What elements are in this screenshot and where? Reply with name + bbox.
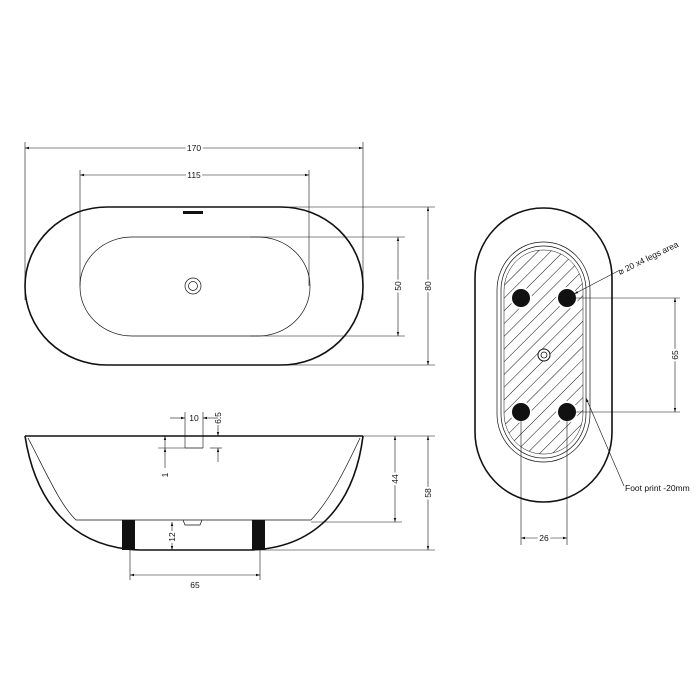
top-view: 170 115 50 80 xyxy=(24,141,435,366)
dim-10-label: 10 xyxy=(189,413,199,423)
side-view: 10 6.5 1 44 58 12 65 xyxy=(24,412,435,590)
dim-12-label: 12 xyxy=(167,532,177,542)
dim-115-label: 115 xyxy=(187,170,201,180)
dim-58-label: 58 xyxy=(423,488,433,498)
footprint-inner xyxy=(500,245,587,459)
tub-outline xyxy=(24,206,364,366)
drain-nub xyxy=(182,519,203,526)
tub-outer-profile xyxy=(24,435,364,551)
bottom-view: ⌀ 20 x4 legs area 65 26 Foot print -20mm xyxy=(474,207,690,545)
dim-50-label: 50 xyxy=(393,281,403,291)
tub-bottom-outline xyxy=(474,207,613,503)
leg-pad-1 xyxy=(510,287,532,309)
dim-80-label: 80 xyxy=(423,281,433,291)
leg-right xyxy=(252,520,265,550)
basin-outline xyxy=(79,236,311,337)
tub-inner-profile xyxy=(27,437,361,521)
drain-inner xyxy=(188,281,198,291)
overflow-slot xyxy=(183,211,203,214)
legs-area-note: ⌀ 20 x4 legs area xyxy=(616,239,680,277)
dim-26-label: 26 xyxy=(539,533,549,543)
leg-left xyxy=(122,520,135,550)
footprint-note: Foot print -20mm xyxy=(625,483,690,493)
dim-65-side-label: 65 xyxy=(190,580,200,590)
dim-1-label: 1 xyxy=(160,472,170,477)
dim-170-label: 170 xyxy=(187,143,201,153)
dim-65-bottom-label: 65 xyxy=(670,350,680,360)
drain-inner-bottom xyxy=(540,351,548,359)
drain-icon-bottom xyxy=(537,348,551,362)
dim-6-5-label: 6.5 xyxy=(213,412,223,424)
dim-44-label: 44 xyxy=(390,474,400,484)
footprint-outer xyxy=(496,241,591,463)
drain-icon xyxy=(184,277,202,295)
